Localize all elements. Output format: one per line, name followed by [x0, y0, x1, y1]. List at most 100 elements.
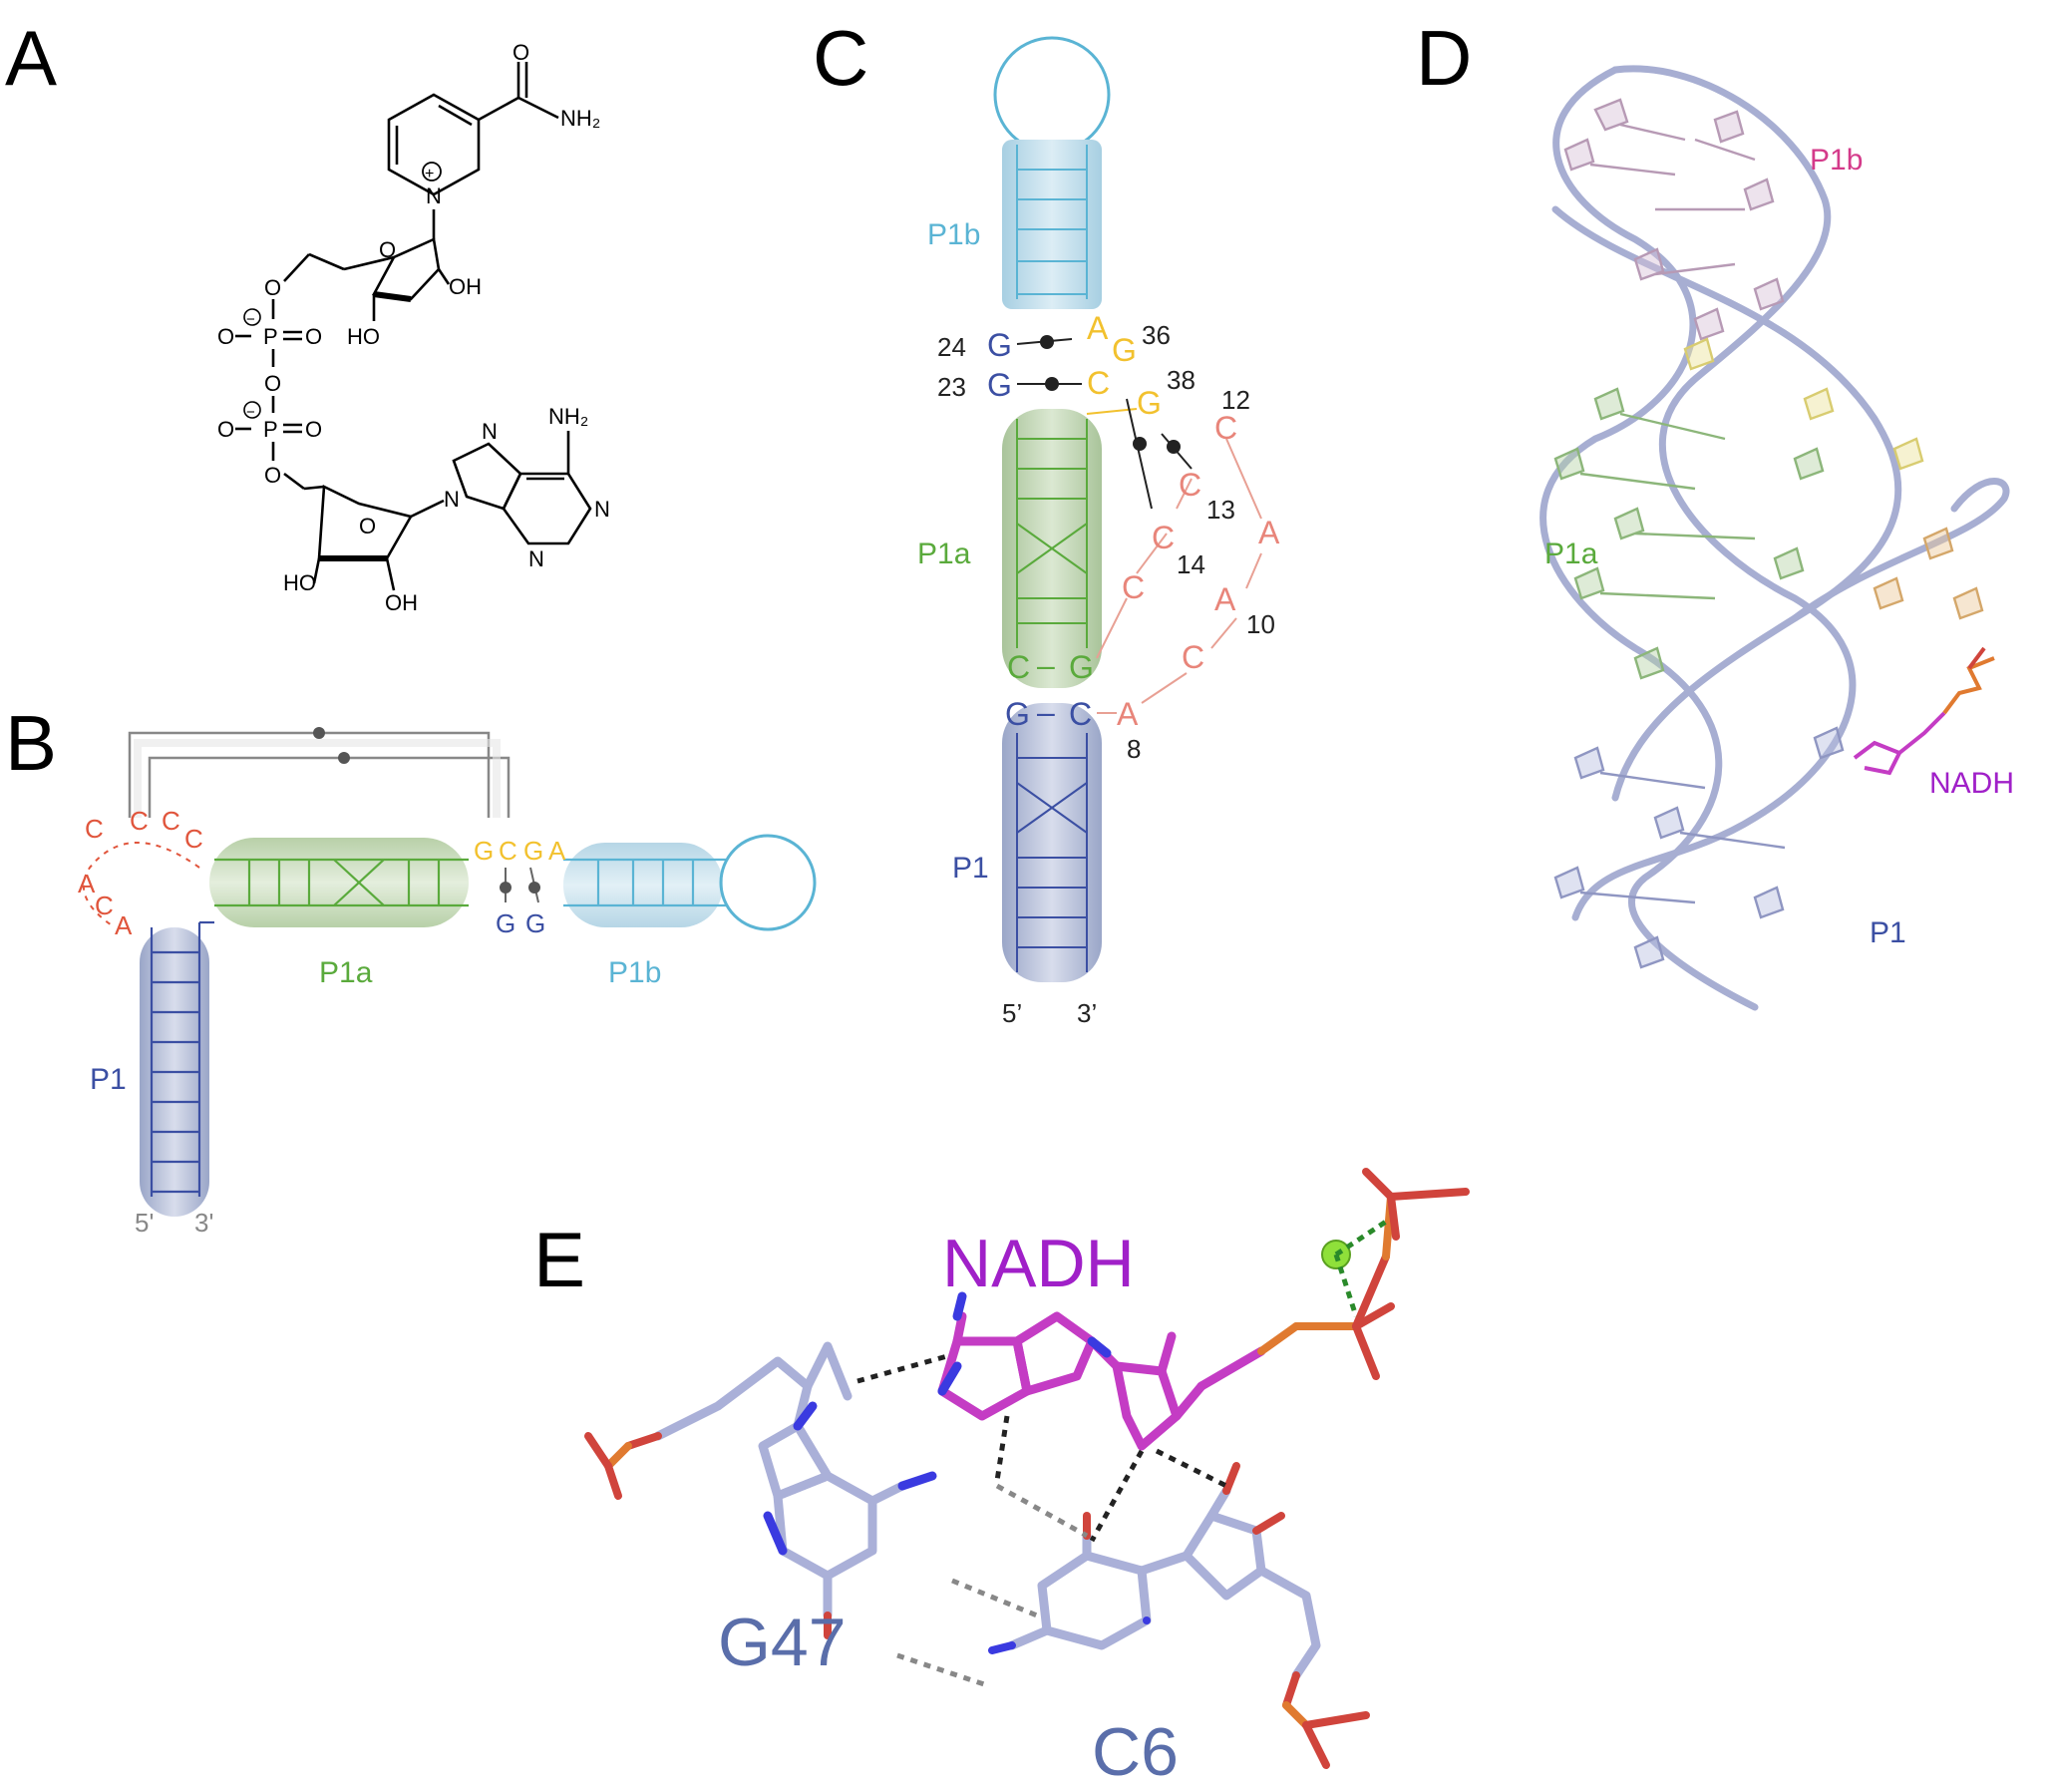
phosphate-o-4: O — [305, 417, 322, 442]
e-hbonds-basepair — [896, 1483, 1089, 1688]
loop-nt-b-6: C — [95, 891, 114, 920]
loop-nt-b-4: C — [184, 824, 203, 854]
c-num-13: 13 — [1206, 495, 1235, 525]
interaction-dot-1 — [313, 727, 325, 739]
c-c-yellow: C — [1087, 365, 1110, 401]
d-label-p1a: P1a — [1544, 538, 1598, 570]
c-p1b-label: P1b — [927, 218, 980, 251]
d-nadh-ligand — [1853, 646, 1995, 776]
c-g38: G — [1137, 385, 1162, 421]
junction-bottom-b-1: G — [496, 908, 515, 938]
phosphate-o-3: O — [217, 417, 234, 442]
panel-label-d: D — [1416, 14, 1472, 102]
loop-nt-b-1: C — [85, 814, 104, 844]
p1-five-prime-b: 5' — [135, 1208, 154, 1238]
c-a-yellow: A — [1087, 310, 1109, 346]
d-bases-p1 — [1553, 726, 1845, 969]
c-c13: C — [1179, 467, 1201, 503]
interaction-dot-2 — [338, 752, 350, 764]
c-p1b-loop — [993, 36, 1111, 154]
c-num-38: 38 — [1167, 365, 1195, 395]
panel-a: A O NH₂ N + O OH HO — [5, 14, 610, 615]
c-c-lower: C — [1182, 639, 1204, 675]
c-p1a-label: P1a — [917, 538, 971, 570]
helix-p1-label-b: P1 — [90, 1063, 127, 1096]
phosphorus-1: P — [263, 324, 278, 349]
c-p1b-cylinder — [1002, 140, 1102, 309]
c-num-24: 24 — [937, 332, 966, 362]
ester-o-1: O — [264, 275, 281, 300]
p1-three-prime-b: 3' — [194, 1208, 213, 1238]
panel-d: D — [1416, 14, 2014, 1011]
panel-b: B 5' 3' P1 P1a — [5, 699, 817, 1238]
loop-nt-b-5: A — [78, 869, 96, 898]
phosphate-o-2: O — [305, 324, 322, 349]
e-g47-backbone — [584, 1432, 832, 1639]
ribose-lower — [317, 484, 413, 560]
c-num-36: 36 — [1142, 320, 1171, 350]
bridge-o: O — [264, 371, 281, 396]
panel-label-b: B — [5, 699, 57, 787]
c-a8: A — [1117, 696, 1139, 732]
helix-p1a-rungs — [214, 858, 469, 907]
ribose-o-upper: O — [379, 237, 396, 262]
e-hbonds-nadh — [856, 1353, 1228, 1543]
hydroxyl-lower-right: OH — [385, 590, 418, 615]
e-nadh-sticks — [937, 1311, 1266, 1451]
loop-nt-b-3: C — [162, 806, 180, 836]
c-loop-backbone — [1096, 438, 1262, 714]
e-c6-substituents — [988, 1462, 1370, 1769]
c-green-c: C — [1007, 649, 1030, 685]
imidazole-ring — [452, 442, 522, 511]
ribose-o-lower: O — [359, 514, 376, 538]
loop-nt-b-7: A — [115, 910, 133, 940]
c-three-prime: 3’ — [1077, 998, 1097, 1028]
adenine-amine: NH₂ — [548, 404, 588, 429]
c-c-loop: C — [1122, 569, 1145, 605]
panel-label-c: C — [813, 14, 868, 102]
c-c12: C — [1214, 410, 1237, 446]
loop-backbone-b — [82, 842, 200, 928]
panel-label-a: A — [5, 14, 57, 102]
e-g47-sticks — [653, 1341, 907, 1620]
d-label-p1: P1 — [1870, 916, 1906, 949]
e-phosphates — [1257, 1168, 1470, 1380]
adenine-n9: N — [444, 487, 460, 512]
hydroxyl-lower-left: HO — [283, 570, 316, 595]
adenine-n3: N — [528, 546, 544, 571]
junction-top-b-3: G — [523, 836, 543, 866]
c-green-g: G — [1069, 649, 1094, 685]
d-label-nadh: NADH — [1929, 767, 2014, 800]
ester-o-2: O — [264, 463, 281, 488]
c-five-prime: 5’ — [1002, 998, 1022, 1028]
tertiary-connectors — [128, 731, 511, 818]
d-bases — [1553, 98, 1984, 969]
plus-charge: + — [425, 166, 434, 182]
helix-p1a-label-b: P1a — [319, 956, 373, 989]
junction-top-b-4: A — [548, 836, 566, 866]
amide-oxygen: O — [512, 40, 529, 65]
c-green-dash: – — [1037, 647, 1055, 683]
c-num-8: 8 — [1127, 734, 1141, 764]
e-mg-coordination — [1333, 1219, 1388, 1317]
phosphate-o-1: O — [217, 324, 234, 349]
e-label-g47: G47 — [718, 1605, 847, 1680]
helix-p1b-rungs — [563, 858, 728, 907]
d-bases-p1b — [1563, 98, 1785, 341]
e-c6-sticks — [1007, 1486, 1321, 1680]
pyridinium-n: N — [426, 183, 442, 208]
p1b-terminal-loop — [719, 834, 817, 931]
c-g23: G — [987, 367, 1012, 403]
d-label-p1b: P1b — [1810, 144, 1863, 177]
c-a10: A — [1214, 581, 1236, 617]
pyrimidine-ring — [502, 472, 592, 545]
c-p1-rungs — [1016, 733, 1088, 972]
c-p1-label: P1 — [952, 852, 989, 885]
e-label-c6: C6 — [1092, 1714, 1179, 1790]
nadh-structure: O NH₂ N + O OH HO O P O − — [217, 40, 610, 615]
e-g47-nitrogens — [763, 1401, 937, 1556]
adenine-n7: N — [482, 419, 498, 444]
c-p1-g: G — [1005, 696, 1030, 732]
hydroxyl-upper-left: HO — [347, 324, 380, 349]
junction-top-b-2: C — [499, 836, 517, 866]
